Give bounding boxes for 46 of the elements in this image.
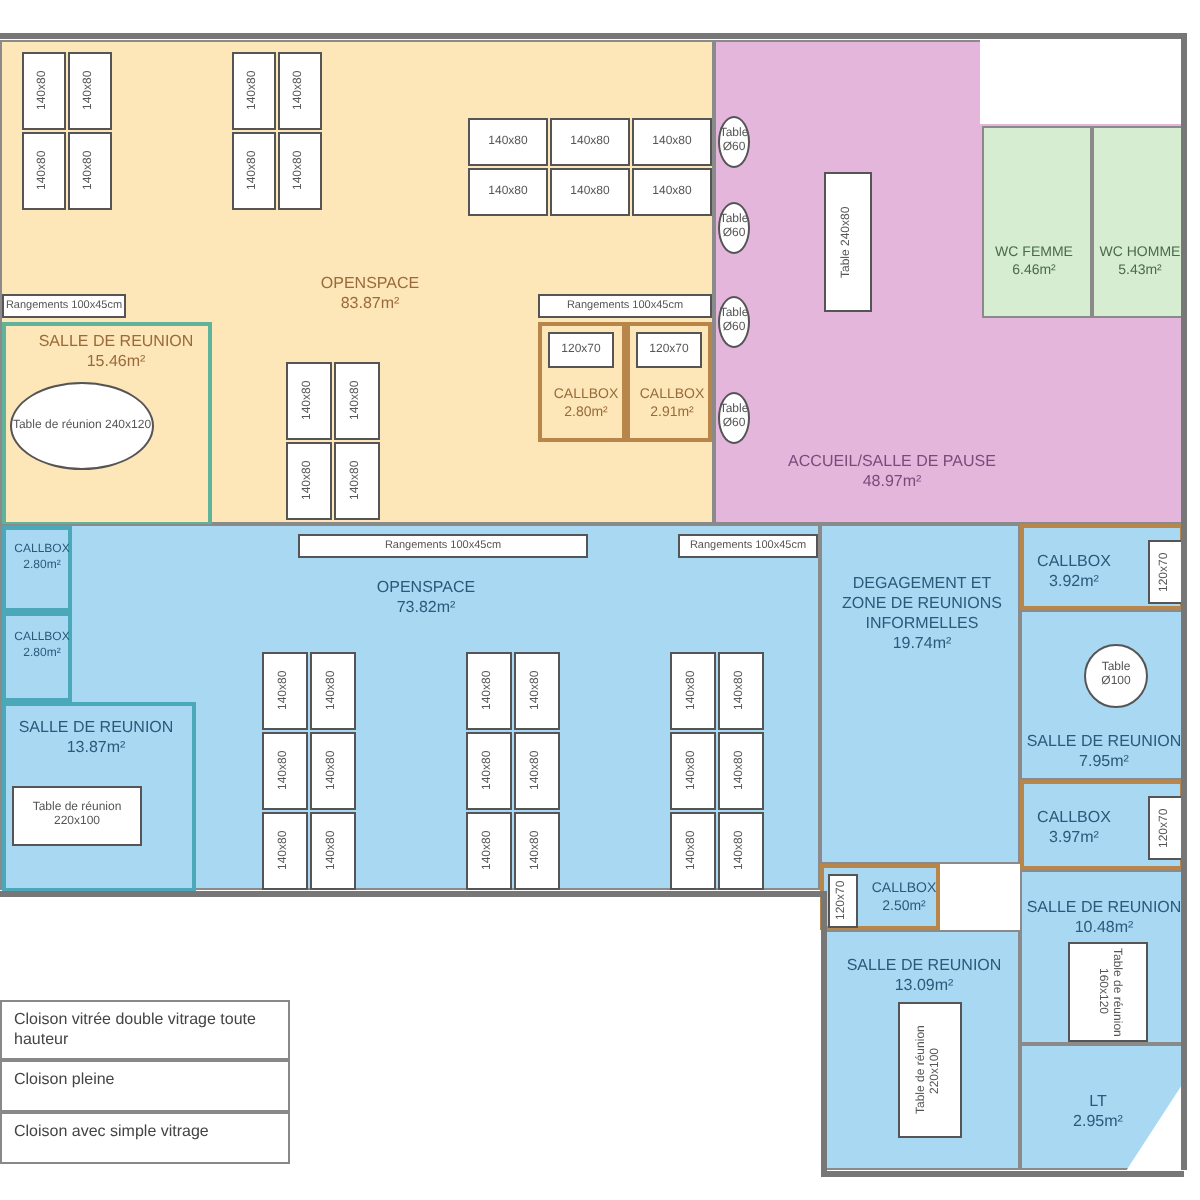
room-area	[0, 40, 714, 524]
room-name: LT	[1087, 1092, 1109, 1112]
room-area	[1020, 610, 1184, 780]
room-area	[982, 126, 1092, 318]
table-cell: Cloison avec simple vitrage	[0, 1112, 290, 1164]
room-area	[820, 524, 1020, 864]
room-surface: 10.48m²	[1072, 918, 1136, 938]
room-area	[1092, 126, 1186, 318]
room-area	[2, 322, 212, 526]
room-surface: 13.09m²	[892, 976, 956, 996]
room-name: SALLE DE REUNION	[846, 956, 1002, 976]
room-surface: 48.97m²	[860, 472, 924, 492]
table-cell: Cloison vitrée double vitrage toute hauteur	[0, 1000, 290, 1060]
room-name: SALLE DE REUNION	[18, 718, 174, 738]
room-surface: 13.87m²	[64, 738, 128, 758]
room-area	[820, 864, 940, 930]
room-area	[1020, 524, 1184, 610]
room-name: CALLBOX	[1037, 808, 1111, 828]
room-name: SALLE DE REUNION	[38, 332, 194, 352]
room-area	[2, 612, 72, 702]
room-area	[2, 702, 196, 892]
room-surface: 15.46m²	[84, 352, 148, 372]
room-area	[626, 322, 712, 442]
room-area	[1020, 1044, 1184, 1170]
room-area	[2, 526, 72, 612]
room-area	[538, 322, 626, 442]
room-area	[824, 930, 1020, 1170]
room-area	[714, 40, 1184, 524]
room-area	[1020, 780, 1184, 870]
room-area	[0, 524, 820, 890]
room-name: OPENSPACE	[376, 578, 476, 598]
room-surface: 83.87m²	[338, 294, 402, 314]
room-surface: 7.95m²	[1077, 752, 1131, 772]
room-name: OPENSPACE	[320, 274, 420, 294]
room-name: SALLE DE REUNION	[1026, 898, 1182, 918]
room-surface: 73.82m²	[394, 598, 458, 618]
room-name: CALLBOX	[1037, 552, 1111, 572]
room-surface: 2.95m²	[1073, 1112, 1123, 1132]
room-name: SALLE DE REUNION	[1026, 732, 1182, 752]
room-name: ACCUEIL/SALLE DE PAUSE	[788, 452, 996, 472]
room-name: DEGAGEMENT ET ZONE DE REUNIONS INFORMELLES	[839, 574, 1004, 634]
table-cell: Cloison pleine	[0, 1060, 290, 1112]
room-surface: 19.74m²	[890, 634, 954, 654]
room-area	[1020, 870, 1184, 1044]
room-surface: 3.97m²	[1047, 828, 1101, 848]
room-surface: 3.92m²	[1047, 572, 1101, 592]
